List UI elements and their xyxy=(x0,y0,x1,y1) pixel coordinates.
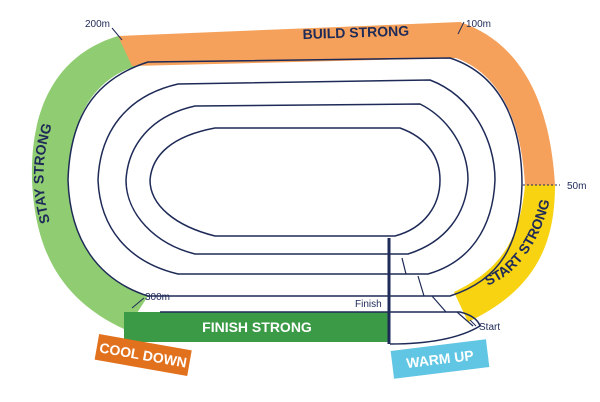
lane-line-outer xyxy=(67,57,523,297)
finish-strong-label: FINISH STRONG xyxy=(202,319,312,335)
tick-200m xyxy=(111,27,123,41)
stay-strong-segment xyxy=(31,36,148,330)
start-line-4 xyxy=(456,311,474,327)
marker-200m: 200m xyxy=(85,19,110,30)
tick-300m xyxy=(131,297,145,309)
marker-300m: 300m xyxy=(145,292,170,303)
start-line-2 xyxy=(417,275,425,297)
lane-line-3 xyxy=(125,103,469,255)
lane-line-inner-track xyxy=(160,311,481,345)
start-line-1 xyxy=(401,257,407,275)
start-strong-segment xyxy=(454,185,555,322)
marker-100m: 100m xyxy=(466,19,491,30)
start-line-3 xyxy=(431,295,447,313)
marker-50m: 50m xyxy=(567,181,586,192)
build-strong-label: BUILD STRONG xyxy=(302,23,409,43)
finish-text: Finish xyxy=(355,299,382,310)
lane-line-2 xyxy=(97,79,496,275)
tick-100m xyxy=(457,21,465,35)
lane-line-inner xyxy=(149,127,441,237)
build-strong-segment xyxy=(118,22,555,185)
tick-start xyxy=(469,319,477,327)
finish-strong-segment xyxy=(124,312,388,342)
warm-up-tag: WARM UP xyxy=(390,339,490,379)
start-text: Start xyxy=(479,322,500,333)
